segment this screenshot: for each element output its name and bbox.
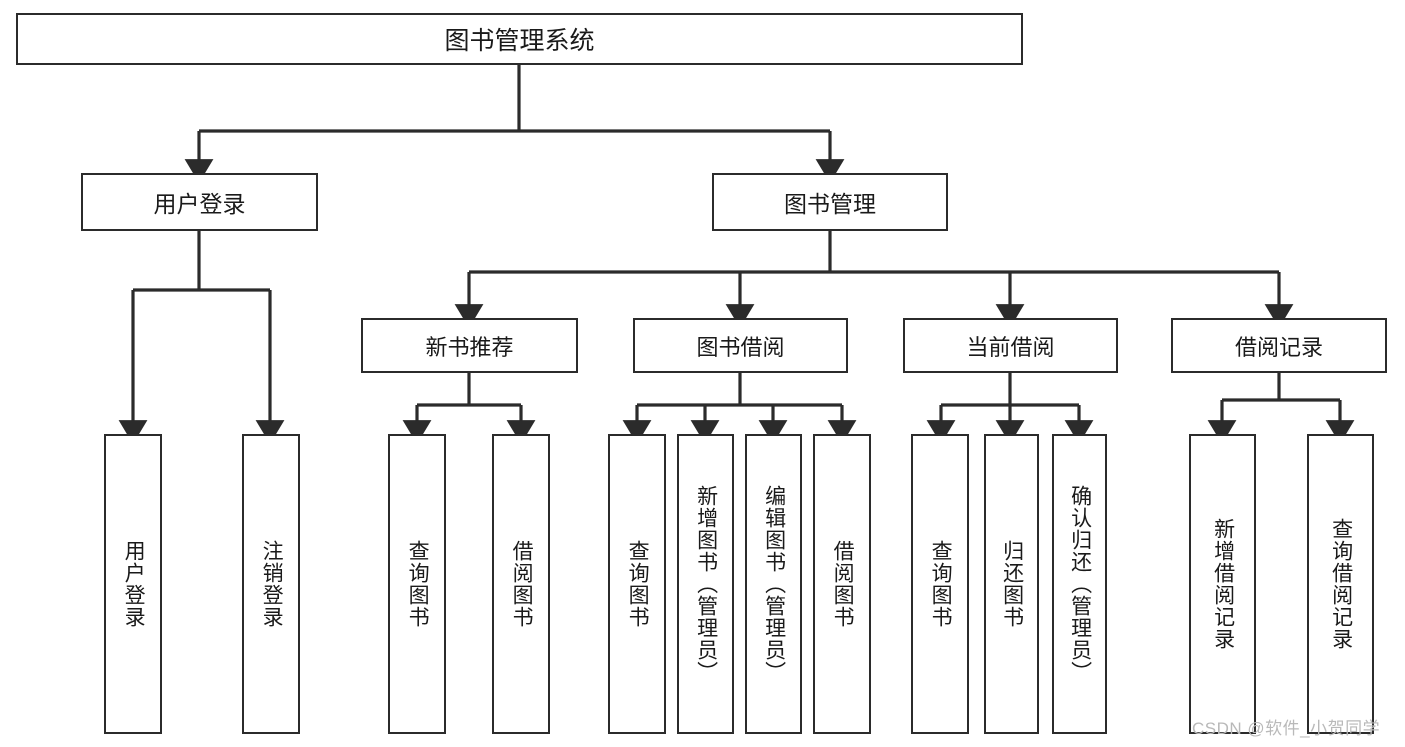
leaf-query-book-current-label: 查询图书 — [929, 540, 953, 628]
node-book-management[interactable]: 图书管理 — [712, 173, 948, 231]
leaf-query-book-recommend[interactable]: 查询图书 — [388, 434, 446, 734]
leaf-borrow-book[interactable]: 借阅图书 — [813, 434, 871, 734]
node-user-login-label: 用户登录 — [153, 191, 246, 217]
node-current-borrowing-label: 当前借阅 — [966, 334, 1055, 360]
leaf-query-borrow-record-label: 查询借阅记录 — [1329, 518, 1353, 650]
leaf-confirm-return-admin[interactable]: 确认归还（管理员） — [1052, 434, 1107, 734]
leaf-query-book-recommend-label: 查询图书 — [406, 540, 430, 628]
leaf-add-book-admin[interactable]: 新增图书（管理员） — [677, 434, 734, 734]
leaf-return-book[interactable]: 归还图书 — [984, 434, 1039, 734]
node-user-login[interactable]: 用户登录 — [81, 173, 318, 231]
leaf-borrow-book-label: 借阅图书 — [831, 540, 855, 628]
node-root-label: 图书管理系统 — [444, 27, 595, 55]
node-new-book-recommendation[interactable]: 新书推荐 — [361, 318, 578, 373]
leaf-logout[interactable]: 注销登录 — [242, 434, 300, 734]
node-root[interactable]: 图书管理系统 — [16, 13, 1023, 65]
leaf-borrow-book-recommend[interactable]: 借阅图书 — [492, 434, 550, 734]
leaf-add-borrow-record[interactable]: 新增借阅记录 — [1189, 434, 1256, 734]
node-borrowing-records-label: 借阅记录 — [1234, 334, 1323, 360]
leaf-borrow-book-recommend-label: 借阅图书 — [510, 540, 534, 628]
node-book-borrowing-label: 图书借阅 — [696, 334, 785, 360]
leaf-query-borrow-record[interactable]: 查询借阅记录 — [1307, 434, 1374, 734]
leaf-user-login[interactable]: 用户登录 — [104, 434, 162, 734]
node-book-management-label: 图书管理 — [784, 191, 876, 217]
leaf-return-book-label: 归还图书 — [1000, 540, 1024, 628]
leaf-confirm-return-admin-label: 确认归还（管理员） — [1068, 485, 1092, 683]
leaf-add-borrow-record-label: 新增借阅记录 — [1211, 518, 1235, 650]
node-current-borrowing[interactable]: 当前借阅 — [903, 318, 1118, 373]
watermark: CSDN @软件_小贺同学 — [1192, 719, 1381, 738]
node-borrowing-records[interactable]: 借阅记录 — [1171, 318, 1387, 373]
leaf-logout-label: 注销登录 — [260, 540, 284, 628]
leaf-edit-book-admin[interactable]: 编辑图书（管理员） — [745, 434, 802, 734]
leaf-edit-book-admin-label: 编辑图书（管理员） — [762, 485, 786, 683]
leaf-query-book-borrow-label: 查询图书 — [626, 540, 650, 628]
leaf-add-book-admin-label: 新增图书（管理员） — [694, 485, 718, 683]
node-book-borrowing[interactable]: 图书借阅 — [633, 318, 848, 373]
leaf-user-login-label: 用户登录 — [122, 540, 146, 628]
node-new-book-recommendation-label: 新书推荐 — [425, 334, 514, 360]
leaf-query-book-borrow[interactable]: 查询图书 — [608, 434, 666, 734]
leaf-query-book-current[interactable]: 查询图书 — [911, 434, 969, 734]
